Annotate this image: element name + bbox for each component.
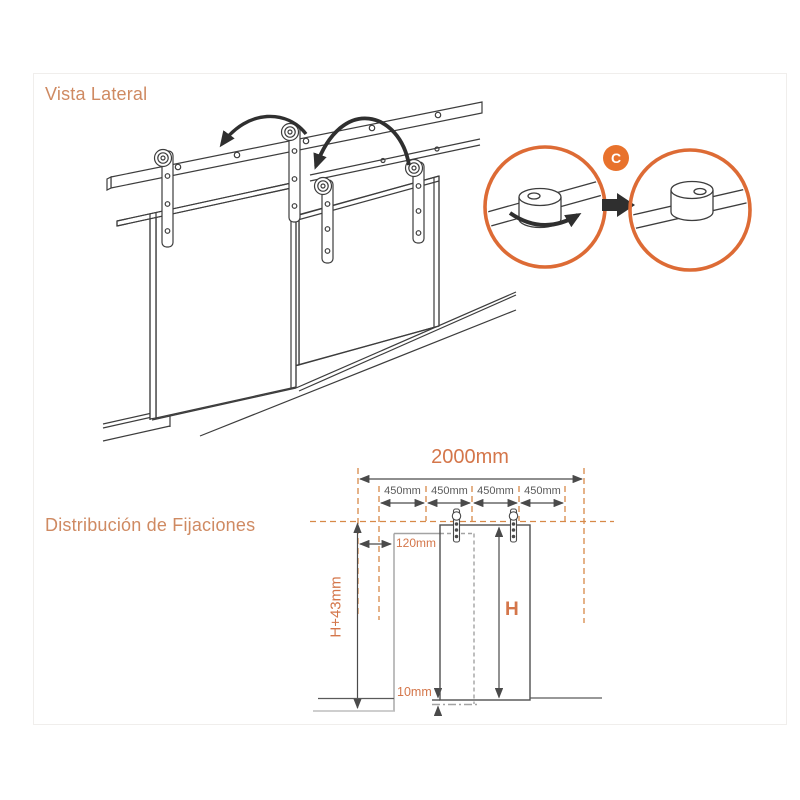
dim-total-label: 2000mm xyxy=(431,446,509,468)
hanger-roller-icon-d xyxy=(404,158,425,244)
side-view-drawing xyxy=(102,101,517,442)
hanger-roller-icon-a xyxy=(153,148,174,248)
flip-arrow-icon-2 xyxy=(313,116,411,170)
dim-floor-gap-label: 10mm xyxy=(397,685,432,699)
rotation-arrow-icon xyxy=(508,211,582,228)
dim-450-label-3: 450mm xyxy=(477,485,514,497)
baseboard-right xyxy=(199,291,517,437)
door-panel-left xyxy=(116,181,297,421)
transition-arrow-icon xyxy=(602,193,635,217)
fixings-title: Distribución de Fijaciones xyxy=(45,515,256,535)
door-outline-front xyxy=(432,524,531,701)
door-stop-icon-after xyxy=(670,180,714,222)
flip-arrow-icon-1 xyxy=(219,114,308,148)
step-c-badge: C xyxy=(603,145,629,171)
dim-offset-label: 120mm xyxy=(396,536,437,550)
detail-callout xyxy=(483,145,752,272)
dim-450-label-1: 450mm xyxy=(384,485,421,497)
hanger-roller-icon-c xyxy=(313,176,334,264)
mini-hanger-icon-1 xyxy=(451,508,462,543)
detail-before-circle xyxy=(483,145,607,269)
door-outline-back xyxy=(313,532,478,712)
dim-450-label-4: 450mm xyxy=(524,485,561,497)
dim-450-label-2: 450mm xyxy=(431,485,468,497)
fixing-diagram xyxy=(310,468,614,716)
dim-door-height-label: H xyxy=(505,599,519,620)
hanger-roller-icon-b xyxy=(280,122,301,223)
mini-hanger-icon-2 xyxy=(508,508,519,543)
back-track xyxy=(309,138,481,182)
side-view-title: Vista Lateral xyxy=(45,84,148,104)
detail-after-circle xyxy=(628,148,752,272)
dim-rail-height-label: H+43mm xyxy=(327,576,345,638)
floor-line xyxy=(318,697,602,700)
